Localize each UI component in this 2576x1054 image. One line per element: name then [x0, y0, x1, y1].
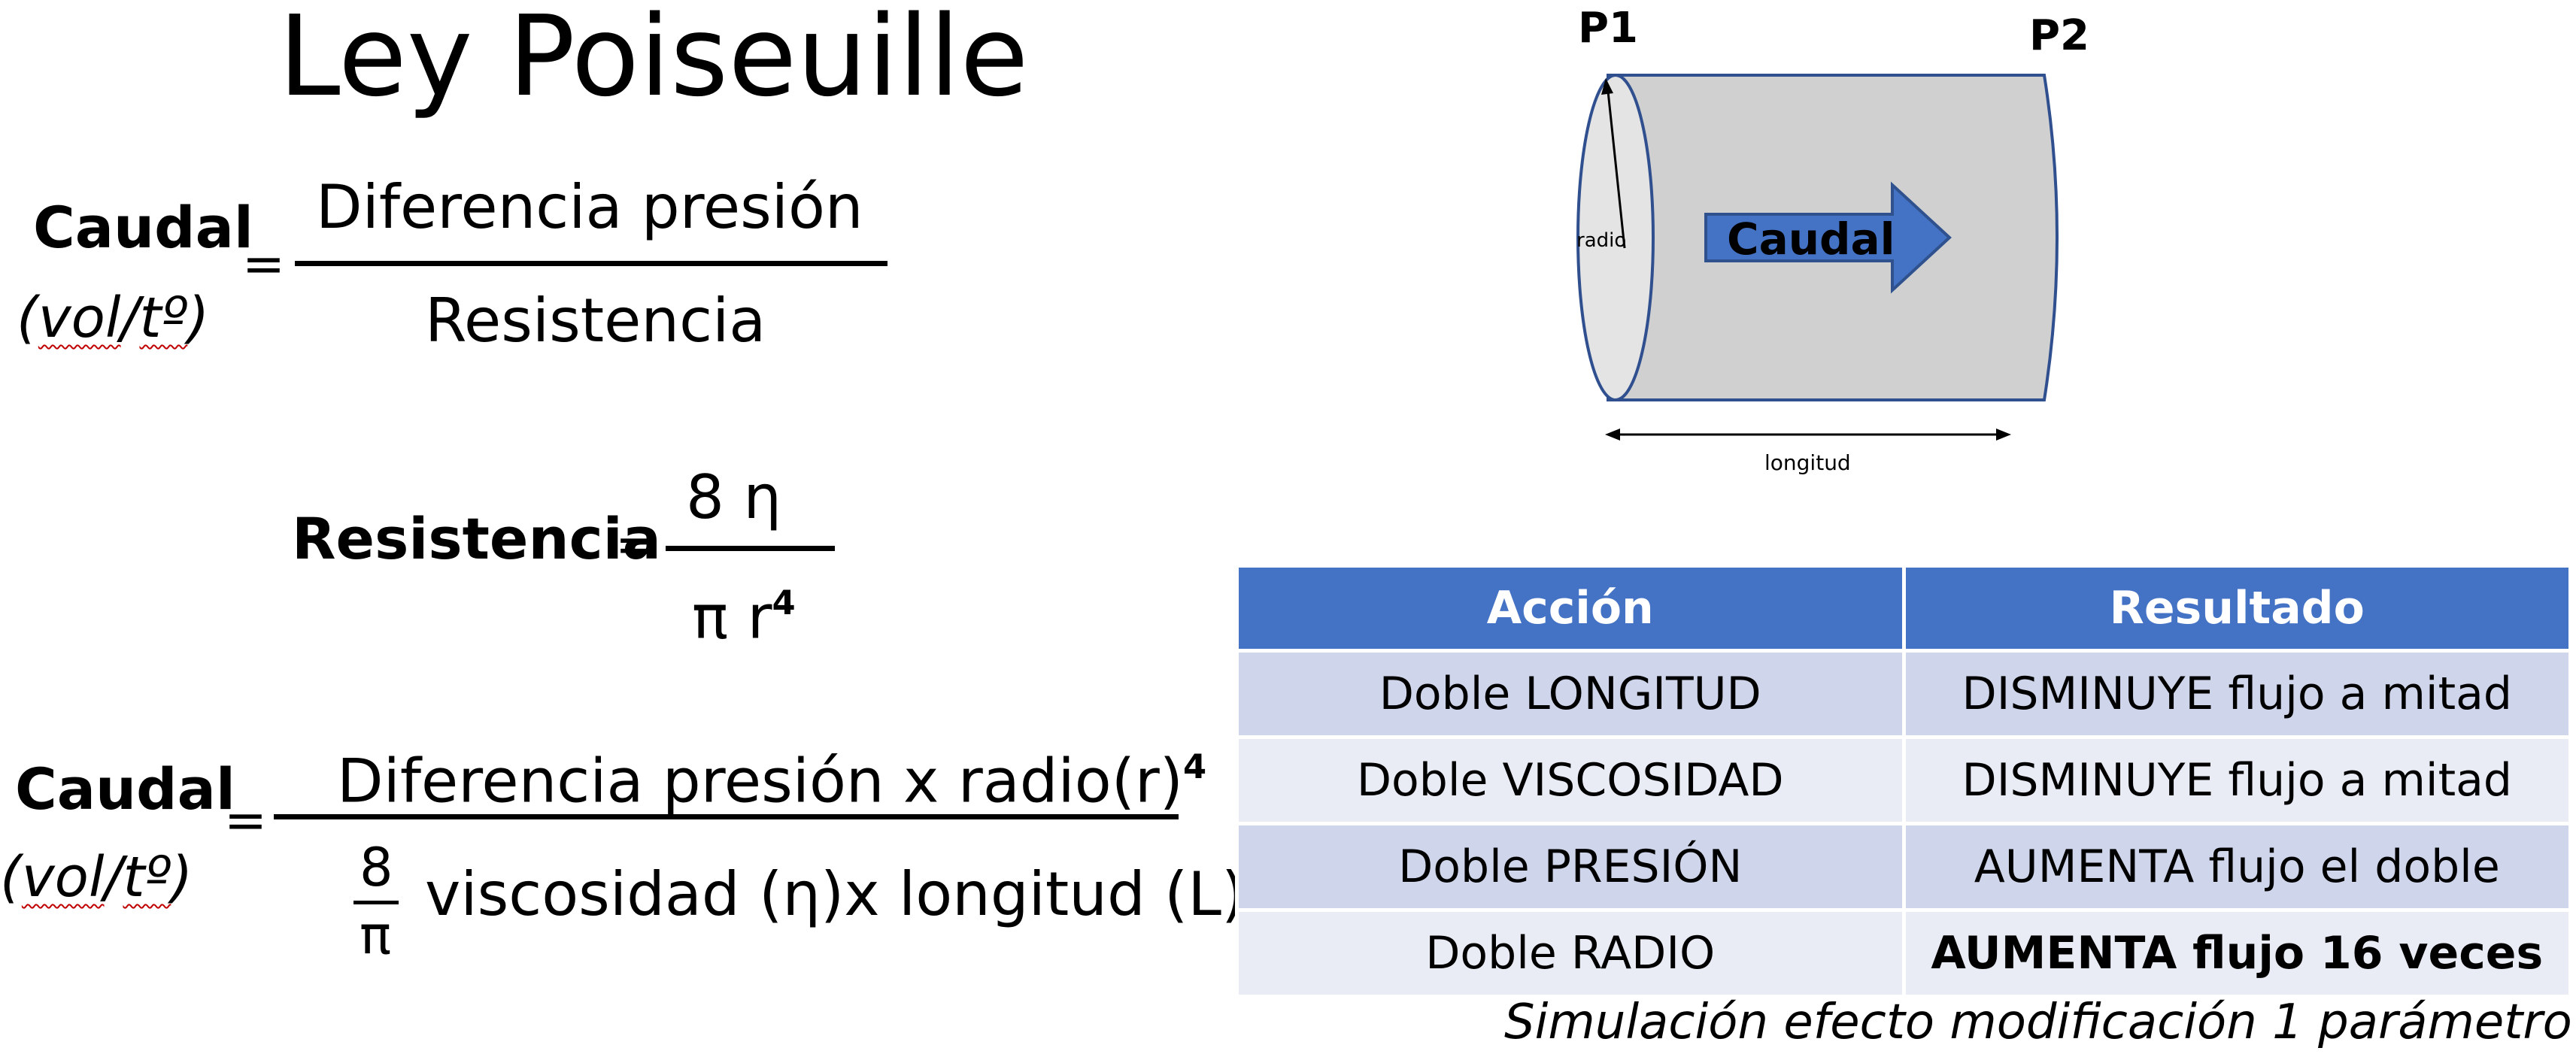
formula1-denominator: Resistencia [425, 286, 766, 356]
table-row: Doble VISCOSIDAD DISMINUYE flujo a mitad [1235, 735, 2572, 825]
table-header-row: Acción Resultado [1235, 564, 2572, 653]
formula3-lhs: Caudal [15, 756, 235, 822]
formula2-fraction-bar [666, 546, 835, 551]
formula3-fraction-bar [274, 814, 1179, 819]
formula3-denominator: viscosidad (η)x longitud (L) [425, 859, 1246, 929]
tube-left-end [1576, 74, 1655, 401]
formula1-numerator: Diferencia presión [316, 172, 863, 242]
radius-line [1606, 83, 1626, 249]
table-cell-result: DISMINUYE flujo a mitad [1901, 649, 2572, 739]
table-cell-result: AUMENTA flujo el doble [1901, 822, 2572, 912]
p1-label: P1 [1578, 4, 1639, 53]
formula3-coef-bar [353, 901, 399, 904]
slide-title: Ley Poiseuille [278, 0, 1029, 121]
formula1-fraction-bar [295, 261, 887, 266]
formula2-lhs: Resistencia [292, 505, 661, 572]
formula3-numerator: Diferencia presión x radio(r)4 [337, 746, 1207, 816]
length-label: longitud [1764, 450, 1851, 475]
radius-arrowhead [1601, 78, 1613, 95]
formula2-denominator: π r4 [692, 582, 796, 653]
formula3-coef-numerator: 8 [360, 837, 393, 898]
table-cell-action: Doble VISCOSIDAD [1235, 735, 1906, 825]
flow-label: Caudal [1727, 214, 1895, 265]
effects-table: Acción Resultado Doble LONGITUD DISMINUY… [1235, 564, 2572, 998]
table-cell-result: DISMINUYE flujo a mitad [1901, 735, 2572, 825]
radius-label: radio [1576, 229, 1627, 252]
formula1-unit: (vol/tº) [17, 286, 210, 350]
table-row: Doble PRESIÓN AUMENTA flujo el doble [1235, 822, 2572, 912]
table-cell-action: Doble PRESIÓN [1235, 822, 1906, 912]
table-caption: Simulación efecto modificación 1 parámet… [1504, 995, 2572, 1050]
formula1-lhs: Caudal [33, 194, 253, 261]
formula2-equals: = [615, 515, 658, 574]
table-row: Doble RADIO AUMENTA flujo 16 veces [1235, 908, 2572, 998]
formula3-equals: = [224, 791, 267, 850]
table-cell-result: AUMENTA flujo 16 veces [1901, 908, 2572, 998]
length-arrowhead-right [1996, 429, 2011, 441]
flow-arrow [1704, 181, 1952, 294]
header-accion: Acción [1235, 564, 1906, 653]
formula2-numerator: 8 η [686, 462, 782, 532]
table-cell-action: Doble LONGITUD [1235, 649, 1906, 739]
formula1-equals: = [242, 235, 285, 294]
tube-diagram [1576, 74, 2059, 441]
p2-label: P2 [2029, 11, 2090, 60]
formula3-unit: (vol/tº) [0, 845, 193, 910]
length-arrowhead-left [1605, 429, 1620, 441]
table-row: Doble LONGITUD DISMINUYE flujo a mitad [1235, 649, 2572, 739]
header-resultado: Resultado [1901, 564, 2572, 653]
formula3-coef-denominator: π [360, 904, 392, 966]
table-cell-action: Doble RADIO [1235, 908, 1906, 998]
